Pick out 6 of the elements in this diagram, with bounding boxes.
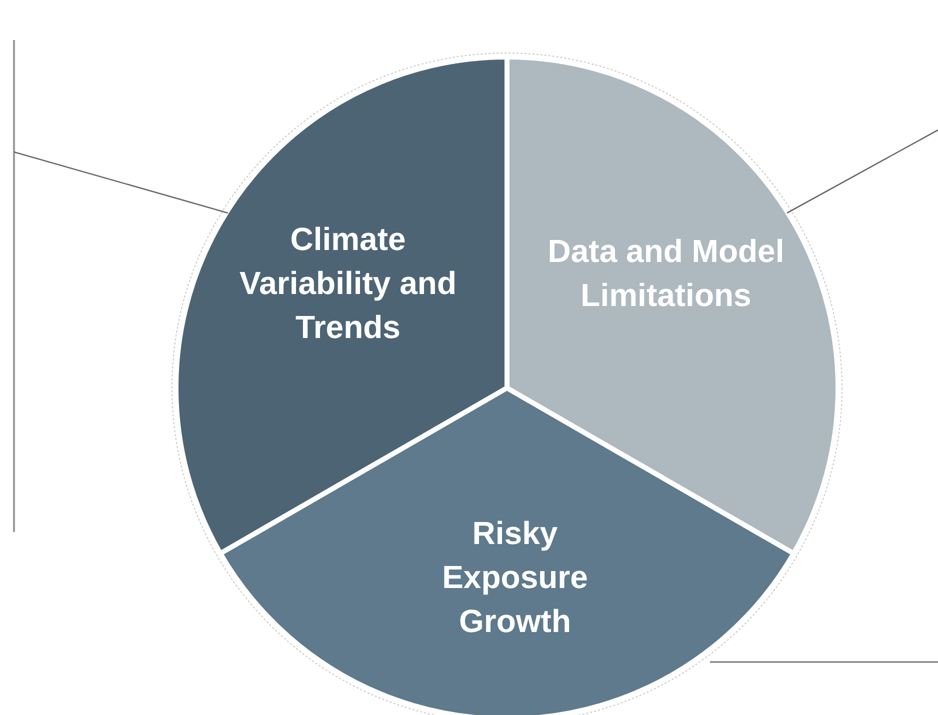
leader-line xyxy=(14,151,228,214)
leader-line xyxy=(786,129,938,214)
slice-label: Climate Variability and Trends xyxy=(238,220,458,347)
slice-label: Risky Exposure Growth xyxy=(441,514,589,641)
leader-line xyxy=(710,661,938,663)
slice-label: Data and Model Limitations xyxy=(546,232,786,315)
